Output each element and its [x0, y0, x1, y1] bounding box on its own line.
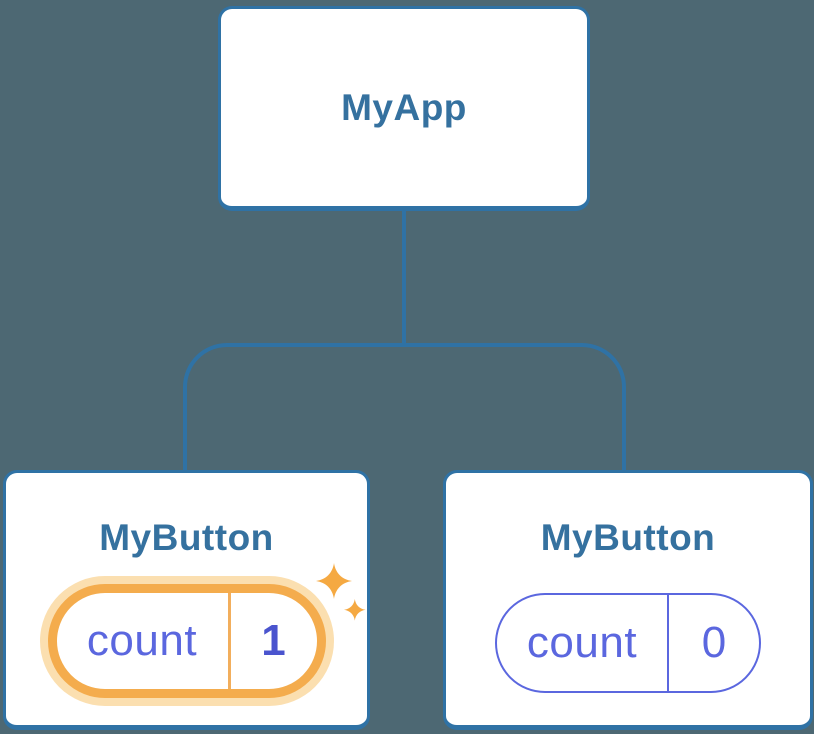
mybutton-label: MyButton	[99, 517, 274, 558]
connector-stem	[402, 209, 406, 346]
state-pill: count 0	[495, 593, 761, 693]
pill-divider	[667, 595, 669, 691]
app-node: MyApp	[218, 6, 590, 211]
state-value: 0	[701, 618, 727, 667]
state-value: 1	[261, 616, 286, 665]
mybutton-label: MyButton	[540, 517, 716, 558]
sparkles-icon	[316, 563, 366, 621]
mybutton-node: MyButton count 0	[443, 470, 813, 730]
state-pill-highlighted: count 1	[47, 584, 326, 698]
app-node-label: MyApp	[341, 86, 467, 128]
state-name-label: count	[526, 618, 638, 667]
connector-bracket	[183, 343, 626, 473]
state-name-label: count	[86, 616, 198, 665]
pill-divider	[227, 593, 231, 689]
mybutton-node-highlighted: MyButton count 1	[3, 470, 370, 730]
